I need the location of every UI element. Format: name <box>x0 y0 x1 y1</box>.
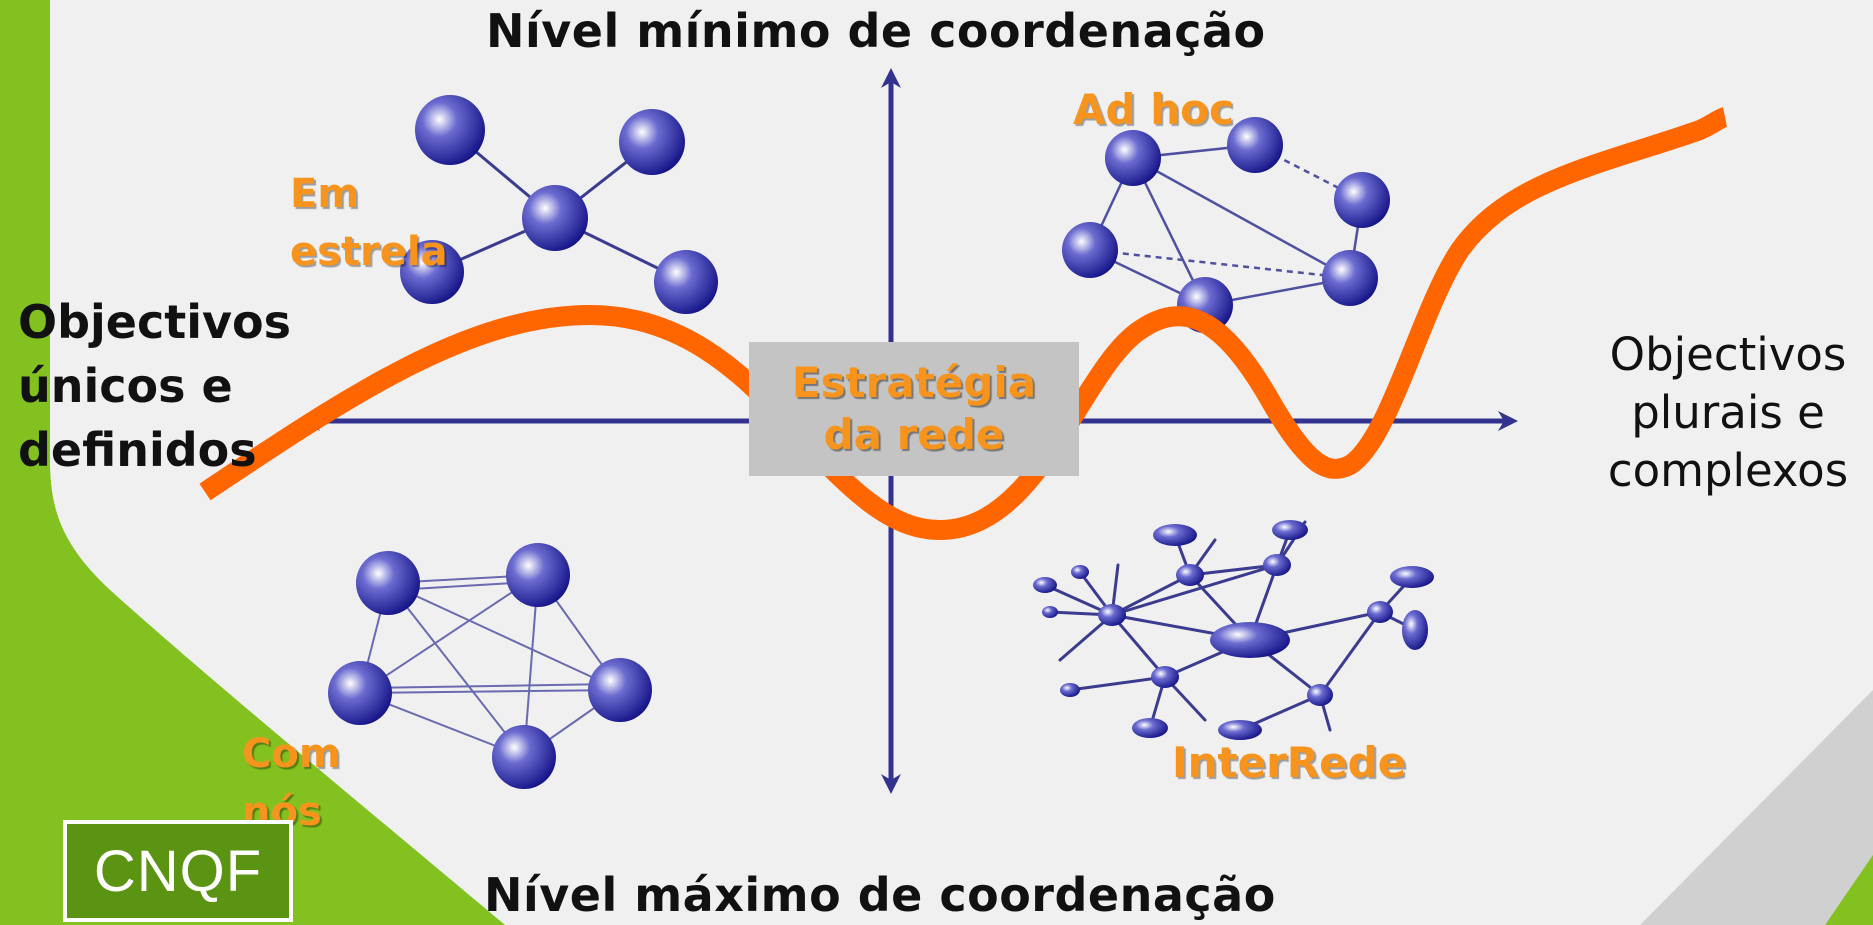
logo-text: CNQF <box>93 838 263 904</box>
center-label-line-2: da rede <box>823 410 1005 459</box>
star-label-line-1: Em <box>290 171 360 217</box>
top-axis-title: Nível mínimo de coordenação <box>486 4 1266 58</box>
left-axis-line-3: definidos <box>18 423 257 477</box>
left-axis-label: Objectivos únicos e definidos <box>18 290 291 482</box>
star-network-label: Em estrela <box>290 165 448 281</box>
mesh-network-graphic <box>328 543 652 789</box>
right-axis-line-1: Objectivos <box>1609 328 1847 381</box>
strategy-curve <box>199 107 1728 541</box>
center-label-line-1: Estratégia <box>791 358 1037 407</box>
network-strategy-box: Estratégia da rede <box>749 342 1079 476</box>
interrede-network-graphic <box>1033 520 1434 740</box>
ad-hoc-network-graphic <box>1062 117 1390 333</box>
star-label-line-2: estrela <box>290 229 448 275</box>
right-axis-line-2: plurais e <box>1631 386 1825 439</box>
nodes-network-label: Com nós <box>242 725 341 841</box>
bottom-axis-title: Nível máximo de coordenação <box>484 868 1276 922</box>
right-axis-line-3: complexos <box>1607 444 1849 497</box>
background-corner-shade <box>1640 690 1873 925</box>
left-axis-line-1: Objectivos <box>18 295 291 349</box>
left-axis-line-2: únicos e <box>18 359 233 413</box>
interrede-network-label: InterRede <box>1172 738 1407 787</box>
star-network-graphic <box>400 95 718 314</box>
background-corner-green <box>1825 855 1873 925</box>
cnqf-logo: CNQF <box>63 820 293 922</box>
ad-hoc-network-label: Ad hoc <box>1073 85 1234 134</box>
nodes-label-line-1: Com <box>242 731 341 777</box>
right-axis-label: Objectivos plurais e complexos <box>1578 326 1873 500</box>
